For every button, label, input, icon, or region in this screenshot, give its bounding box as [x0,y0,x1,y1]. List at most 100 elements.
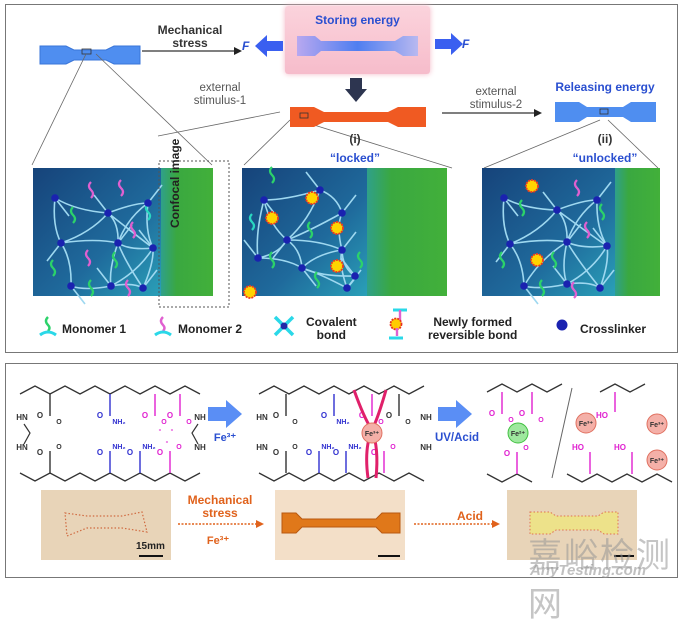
ho-label: HO [572,443,584,452]
crosslinker [67,282,75,290]
oxygen-label: O [167,411,173,420]
legend-covalent-bond: Covalent bond [306,316,357,342]
side-group-label: NH₂ [321,444,334,451]
polymer-chain [340,257,356,277]
divider [551,387,573,479]
confocal-label: Confocal image [168,138,182,228]
oxygen-label: O [489,409,495,418]
polymer-chain [117,224,133,244]
charge-label: - [159,425,162,434]
crosslinker [500,194,508,202]
arrow-mechanical-stress [142,47,242,55]
reversible-bond [525,179,539,193]
polymer-chain [93,194,109,214]
label-line: external [475,86,517,98]
fe3-ion [361,422,383,444]
fe3-ion-label: Fe³⁺ [650,458,665,465]
outline-initial-specimen [64,511,148,537]
crosslinker [563,280,571,288]
monomer [313,271,321,289]
oxygen-label: O [157,448,163,457]
oxygen-label: O [386,411,392,420]
state-i: (i) [349,132,361,146]
step1-label: Mechanical stress [175,494,265,520]
polymer-chain [272,239,288,259]
polymer-chain [509,209,558,245]
oxygen-label: O [273,448,279,457]
monomer [573,179,581,197]
monomer [87,279,95,297]
zoom-lines-1 [31,53,659,169]
monomer [550,251,558,269]
crosslinker [283,236,291,244]
polymer-chain [566,245,608,285]
polymer-chain [341,194,357,214]
polymer-chain [138,229,154,249]
crosslinker [114,239,122,247]
monomer [124,279,132,297]
monomer [498,251,506,269]
crosslinker [144,199,152,207]
polymer-chain [70,285,86,305]
stimulus-2-label: external stimulus-2 [460,86,532,112]
label-line: reversible bond [428,328,518,342]
polymer-chain [599,269,615,289]
nh-label: NH [420,413,432,422]
label-line: Newly formed [433,315,513,329]
side-group-label: NH₂ [112,444,125,451]
side-group-label: O [186,419,192,426]
polymer-chain [147,184,163,204]
crosslinker-icon [556,319,568,331]
side-group-label: NH₂ [336,419,349,426]
scale-bar [139,555,163,557]
monomer [570,281,578,299]
nh-label: NH [194,413,206,422]
crosslinker [260,196,268,204]
backbone [258,385,425,395]
crosslinker [593,196,601,204]
arrow-down [345,78,367,102]
step1-fe3-label: Fe³⁺ [206,535,230,547]
monomer [248,213,256,231]
methylene-bridge [191,423,199,445]
monomer [111,251,119,269]
specimen-unlocked [555,102,656,122]
force-arrow-left [255,35,283,57]
step2-label: Acid [456,509,483,523]
polymer-chain [142,269,158,289]
nh-label: NH [194,443,206,452]
label-line: Mechanical [157,23,223,37]
oxygen-label: O [519,409,525,418]
label-line: Mechanical [187,493,253,507]
charge-label: - [166,437,169,446]
polymer-chain [503,197,558,211]
monomer [129,221,137,239]
network-background [482,168,615,296]
arrow-step1 [178,520,264,528]
side-group-label: NH₂ [348,444,361,451]
crosslinker [298,264,306,272]
side-group-label: O [176,444,182,451]
reversible-bond [243,285,257,299]
backbone [486,383,563,393]
scale-bar [378,555,400,557]
label-line: external [199,82,241,94]
backbone [566,473,673,483]
polymer-chain [596,181,612,201]
stretched-specimen [281,512,401,534]
polymer-chain [286,239,343,251]
polymer-chain [566,223,582,243]
backbone [19,385,201,395]
charge-label: - [171,425,174,434]
fe3-arrow-label: Fe³⁺ [213,432,237,444]
label-line: bond [316,328,346,342]
crosslinker [351,272,359,280]
monomer [49,259,57,277]
monomer [117,179,125,197]
network-initial [33,168,213,305]
crosslinker [520,282,528,290]
methylene-bridge [23,423,31,445]
polymer-chain [509,239,568,245]
oxygen-label: O [321,411,327,420]
